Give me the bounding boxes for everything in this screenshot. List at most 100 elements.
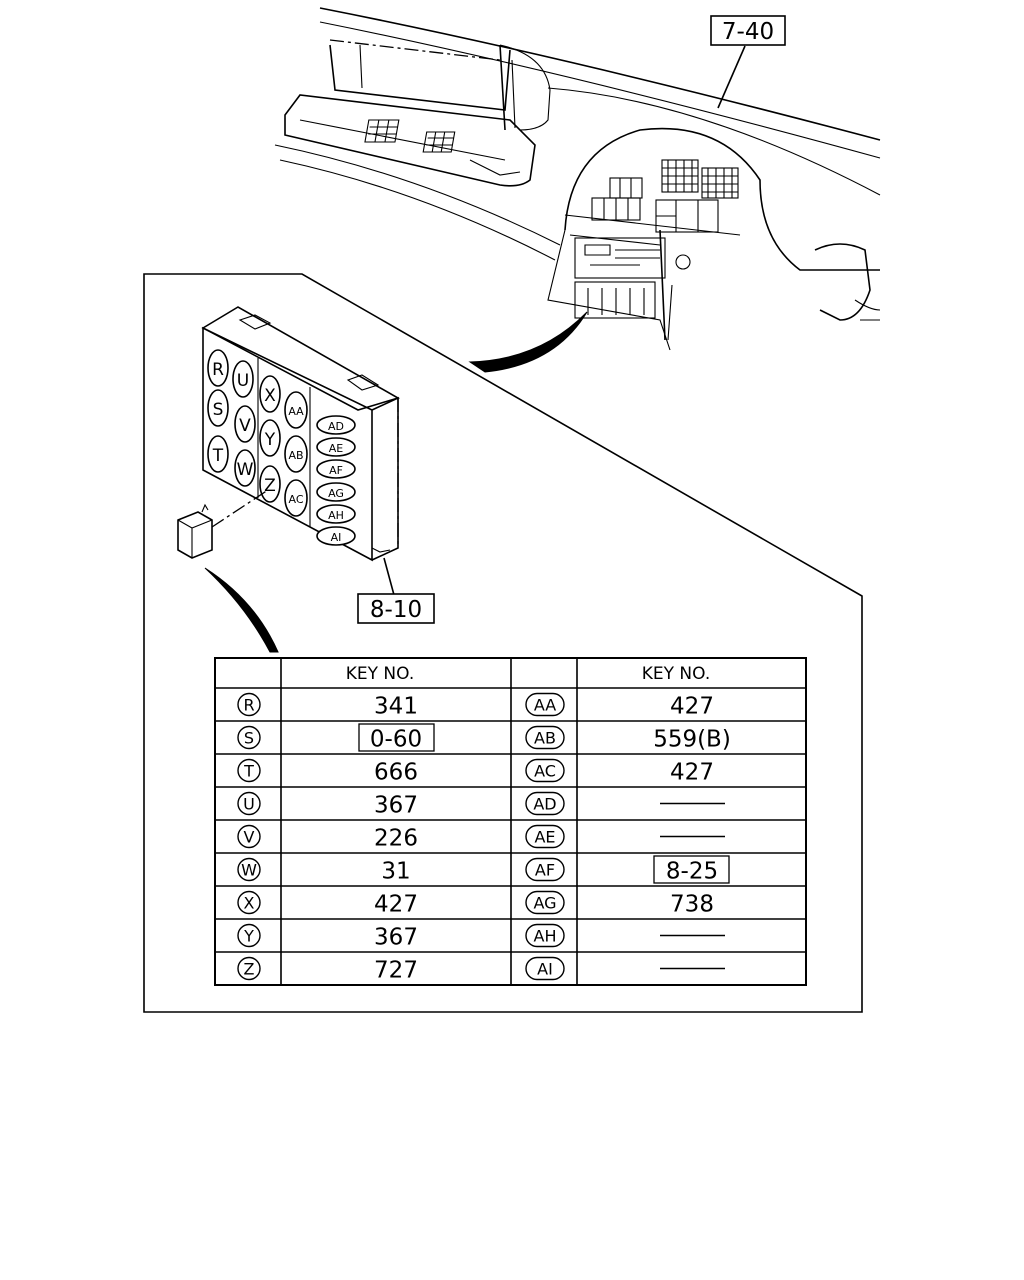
callout-7-40: 7-40	[710, 15, 786, 46]
key-circle-Y: Y	[237, 923, 261, 948]
svg-text:V: V	[244, 828, 255, 847]
key-circle-AB: AB	[525, 725, 565, 750]
fuse-slot-Y: Y	[259, 419, 281, 457]
key-value: 727	[374, 958, 418, 984]
key-circle-AC: AC	[525, 758, 565, 783]
svg-text:U: U	[243, 795, 255, 814]
svg-text:AE: AE	[534, 828, 555, 847]
svg-text:T: T	[212, 446, 224, 466]
table-row: S 0-60 AB 559(B)	[237, 725, 731, 753]
svg-text:Z: Z	[264, 476, 276, 496]
fuse-slot-Z: Z	[259, 465, 281, 503]
svg-text:AG: AG	[533, 894, 556, 913]
svg-text:W: W	[237, 460, 254, 480]
key-circle-W: W	[237, 857, 261, 882]
table-row: Z 727 AI	[237, 956, 725, 984]
svg-text:AH: AH	[534, 927, 557, 946]
svg-text:X: X	[264, 386, 276, 406]
fuse-slot-AA: AA	[284, 391, 308, 429]
key-circle-T: T	[237, 758, 261, 783]
key-circle-AG: AG	[525, 890, 565, 915]
fuse-slot-W: W	[234, 449, 256, 487]
svg-text:W: W	[241, 861, 257, 880]
svg-text:Y: Y	[243, 927, 254, 946]
callout-8-10: 8-10	[357, 593, 435, 624]
key-circle-AD: AD	[525, 791, 565, 816]
key-value: 226	[374, 826, 418, 852]
fuse-slot-AD: AD	[316, 415, 356, 435]
svg-text:Y: Y	[264, 430, 276, 450]
key-value: 666	[374, 760, 418, 786]
fuse-slot-S: S	[207, 389, 229, 427]
svg-text:AC: AC	[534, 762, 556, 781]
fuse-slot-AF: AF	[316, 459, 356, 479]
fuse-slot-AI: AI	[316, 526, 356, 546]
svg-text:V: V	[239, 416, 251, 436]
svg-text:R: R	[243, 696, 254, 715]
svg-text:AC: AC	[288, 493, 303, 506]
relay-illustration	[177, 489, 395, 653]
svg-text:AE: AE	[329, 442, 344, 455]
key-circle-AE: AE	[525, 824, 565, 849]
svg-text:S: S	[244, 729, 254, 748]
key-value: 427	[670, 760, 714, 786]
table-header-left: KEY NO.	[346, 664, 415, 684]
svg-text:AF: AF	[329, 464, 343, 477]
key-value: 31	[381, 859, 410, 885]
callout-7-40-label: 7-40	[722, 19, 774, 45]
callout-8-10-label: 8-10	[370, 597, 422, 623]
table-row: Y 367 AH	[237, 923, 725, 951]
fuse-slot-V: V	[234, 405, 256, 443]
fuse-slot-AG: AG	[316, 482, 356, 502]
table-row: U 367 AD	[237, 791, 725, 819]
key-circle-R: R	[237, 692, 261, 717]
key-circle-AH: AH	[525, 923, 565, 948]
svg-text:T: T	[243, 762, 254, 781]
svg-text:Z: Z	[244, 960, 255, 979]
svg-text:AA: AA	[288, 405, 304, 418]
svg-text:AB: AB	[534, 729, 556, 748]
fuse-slot-AB: AB	[284, 435, 308, 473]
fuse-slot-AH: AH	[316, 504, 356, 524]
fuse-slot-R: R	[207, 349, 229, 387]
key-value: 738	[670, 892, 714, 918]
key-circle-Z: Z	[237, 956, 261, 981]
svg-text:AD: AD	[533, 795, 556, 814]
key-circle-AI: AI	[525, 956, 565, 981]
fuse-slot-T: T	[207, 435, 229, 473]
svg-text:AG: AG	[328, 487, 344, 500]
key-circle-AF: AF	[525, 857, 565, 882]
svg-text:AI: AI	[537, 960, 553, 979]
key-circle-V: V	[237, 824, 261, 849]
key-circle-U: U	[237, 791, 261, 816]
svg-text:X: X	[244, 894, 255, 913]
svg-text:AH: AH	[328, 509, 344, 522]
svg-text:AD: AD	[328, 420, 344, 433]
ref-box-s	[358, 723, 435, 752]
fuse-slot-X: X	[259, 375, 281, 413]
table-header-right: KEY NO.	[642, 664, 711, 684]
key-value: 0-60	[370, 727, 422, 753]
dashboard-illustration	[274, 7, 881, 373]
svg-text:AF: AF	[535, 861, 555, 880]
key-value: 559(B)	[653, 727, 731, 753]
key-circle-S: S	[237, 725, 261, 750]
key-value: 341	[374, 694, 418, 720]
fuse-slot-AE: AE	[316, 437, 356, 457]
svg-text:AB: AB	[288, 449, 303, 462]
fuse-box-illustration	[201, 306, 401, 562]
table-row: V 226 AE	[237, 824, 725, 852]
svg-text:AA: AA	[534, 696, 556, 715]
table-row: T 666 AC 427	[237, 758, 714, 786]
key-circle-AA: AA	[525, 692, 565, 717]
fuse-slot-U: U	[232, 360, 254, 398]
ref-box-af	[653, 855, 730, 884]
detail-inset-frame	[143, 273, 863, 1013]
key-value: 367	[374, 793, 418, 819]
key-value: 367	[374, 925, 418, 951]
